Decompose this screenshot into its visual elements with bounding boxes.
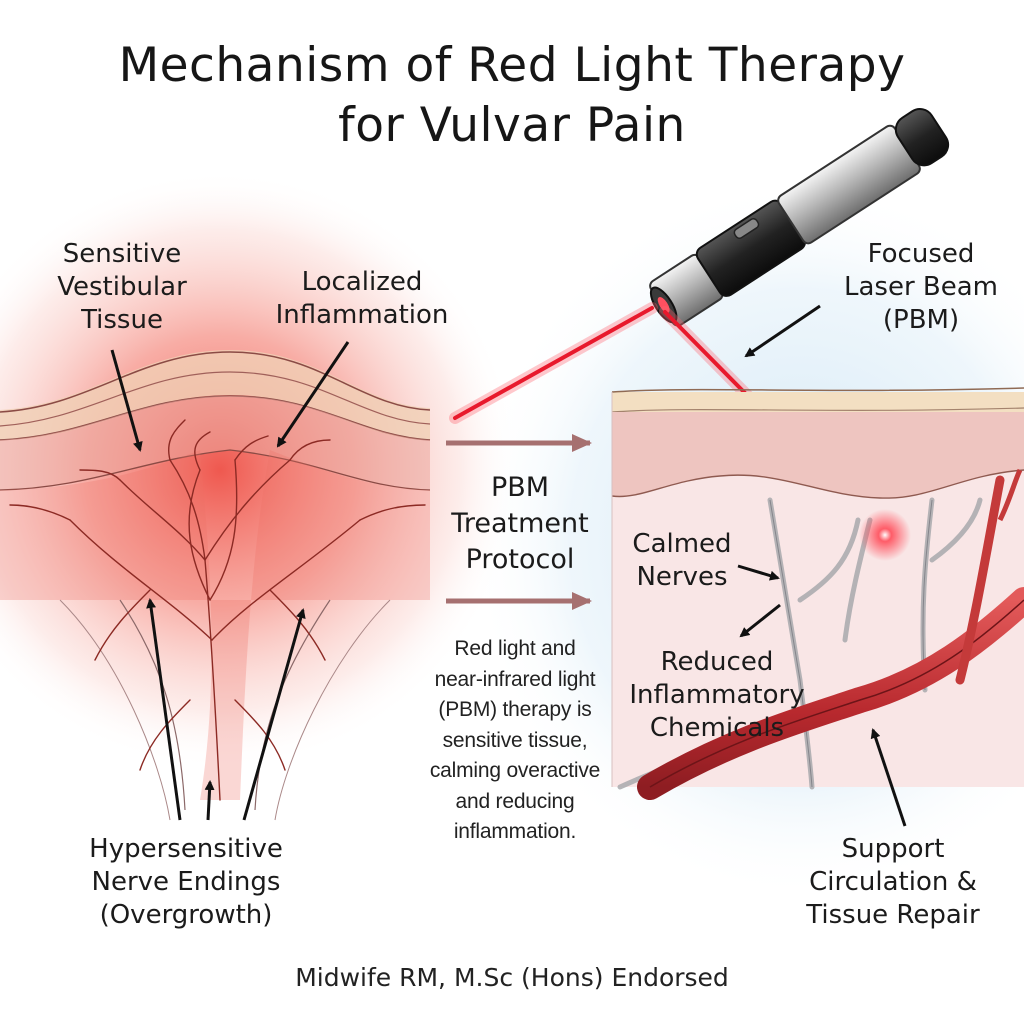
label-line: Sensitive	[62, 239, 182, 269]
label-line: (Overgrowth)	[99, 900, 273, 930]
page-title: Mechanism of Red Light Therapy for Vulva…	[0, 36, 1024, 156]
desc-line: calming overactive	[429, 759, 601, 782]
desc-line: (PBM) therapy is	[438, 698, 592, 721]
label-line: Support	[841, 834, 945, 864]
title-line-1: Mechanism of Red Light Therapy	[118, 38, 906, 93]
label-hypersensitive-nerves: Hypersensitive Nerve Endings (Overgrowth…	[70, 833, 302, 932]
label-focused-beam: Focused Laser Beam (PBM)	[826, 238, 1016, 337]
label-line: Inflammatory	[629, 680, 805, 710]
blood-vessel	[637, 468, 1024, 800]
laser-hotspot	[859, 509, 911, 561]
desc-line: inflammation.	[453, 820, 577, 843]
label-line: Localized	[301, 267, 423, 297]
nerve-overgrowth	[9, 419, 426, 801]
label-line: Focused	[867, 239, 975, 269]
label-line: Calmed	[632, 529, 732, 559]
label-line: Vestibular	[57, 272, 187, 302]
heading-line: PBM	[490, 472, 550, 503]
label-line: Nerve Endings	[91, 867, 281, 897]
label-line: Inflammation	[275, 300, 449, 330]
pbm-protocol-heading: PBM Treatment Protocol	[420, 470, 620, 578]
inflammation-glow	[0, 170, 520, 770]
flow-arrows	[446, 434, 592, 610]
label-support-circulation: Support Circulation & Tissue Repair	[790, 833, 996, 932]
label-line: Reduced	[660, 647, 774, 677]
desc-line: and reducing	[455, 789, 575, 813]
desc-line: Red light and	[454, 637, 576, 660]
label-line: Hypersensitive	[89, 834, 283, 864]
label-calmed-nerves: Calmed Nerves	[614, 528, 750, 594]
label-line: Tissue	[81, 305, 163, 335]
label-line: (PBM)	[882, 305, 960, 335]
label-reduced-chemicals: Reduced Inflammatory Chemicals	[618, 646, 816, 745]
endorsement-footer: Midwife RM, M.Sc (Hons) Endorsed	[295, 963, 729, 992]
title-line-2: for Vulvar Pain	[338, 98, 686, 153]
heading-line: Treatment	[451, 508, 589, 539]
heading-line: Protocol	[465, 544, 575, 575]
label-line: Circulation &	[809, 867, 977, 897]
label-line: Laser Beam	[843, 272, 998, 302]
label-sensitive-tissue: Sensitive Vestibular Tissue	[30, 238, 214, 337]
label-line: Tissue Repair	[806, 900, 980, 930]
right-tissue-section	[611, 387, 1024, 787]
label-line: Nerves	[636, 562, 728, 592]
label-pointers	[110, 304, 907, 827]
laser-device	[649, 107, 950, 327]
desc-line: sensitive tissue,	[442, 728, 588, 752]
label-localized-inflammation: Localized Inflammation	[262, 266, 462, 332]
label-line: Chemicals	[649, 713, 785, 743]
desc-line: near-infrared light	[434, 667, 596, 691]
pbm-description: Red light and near-infrared light (PBM) …	[405, 634, 625, 848]
